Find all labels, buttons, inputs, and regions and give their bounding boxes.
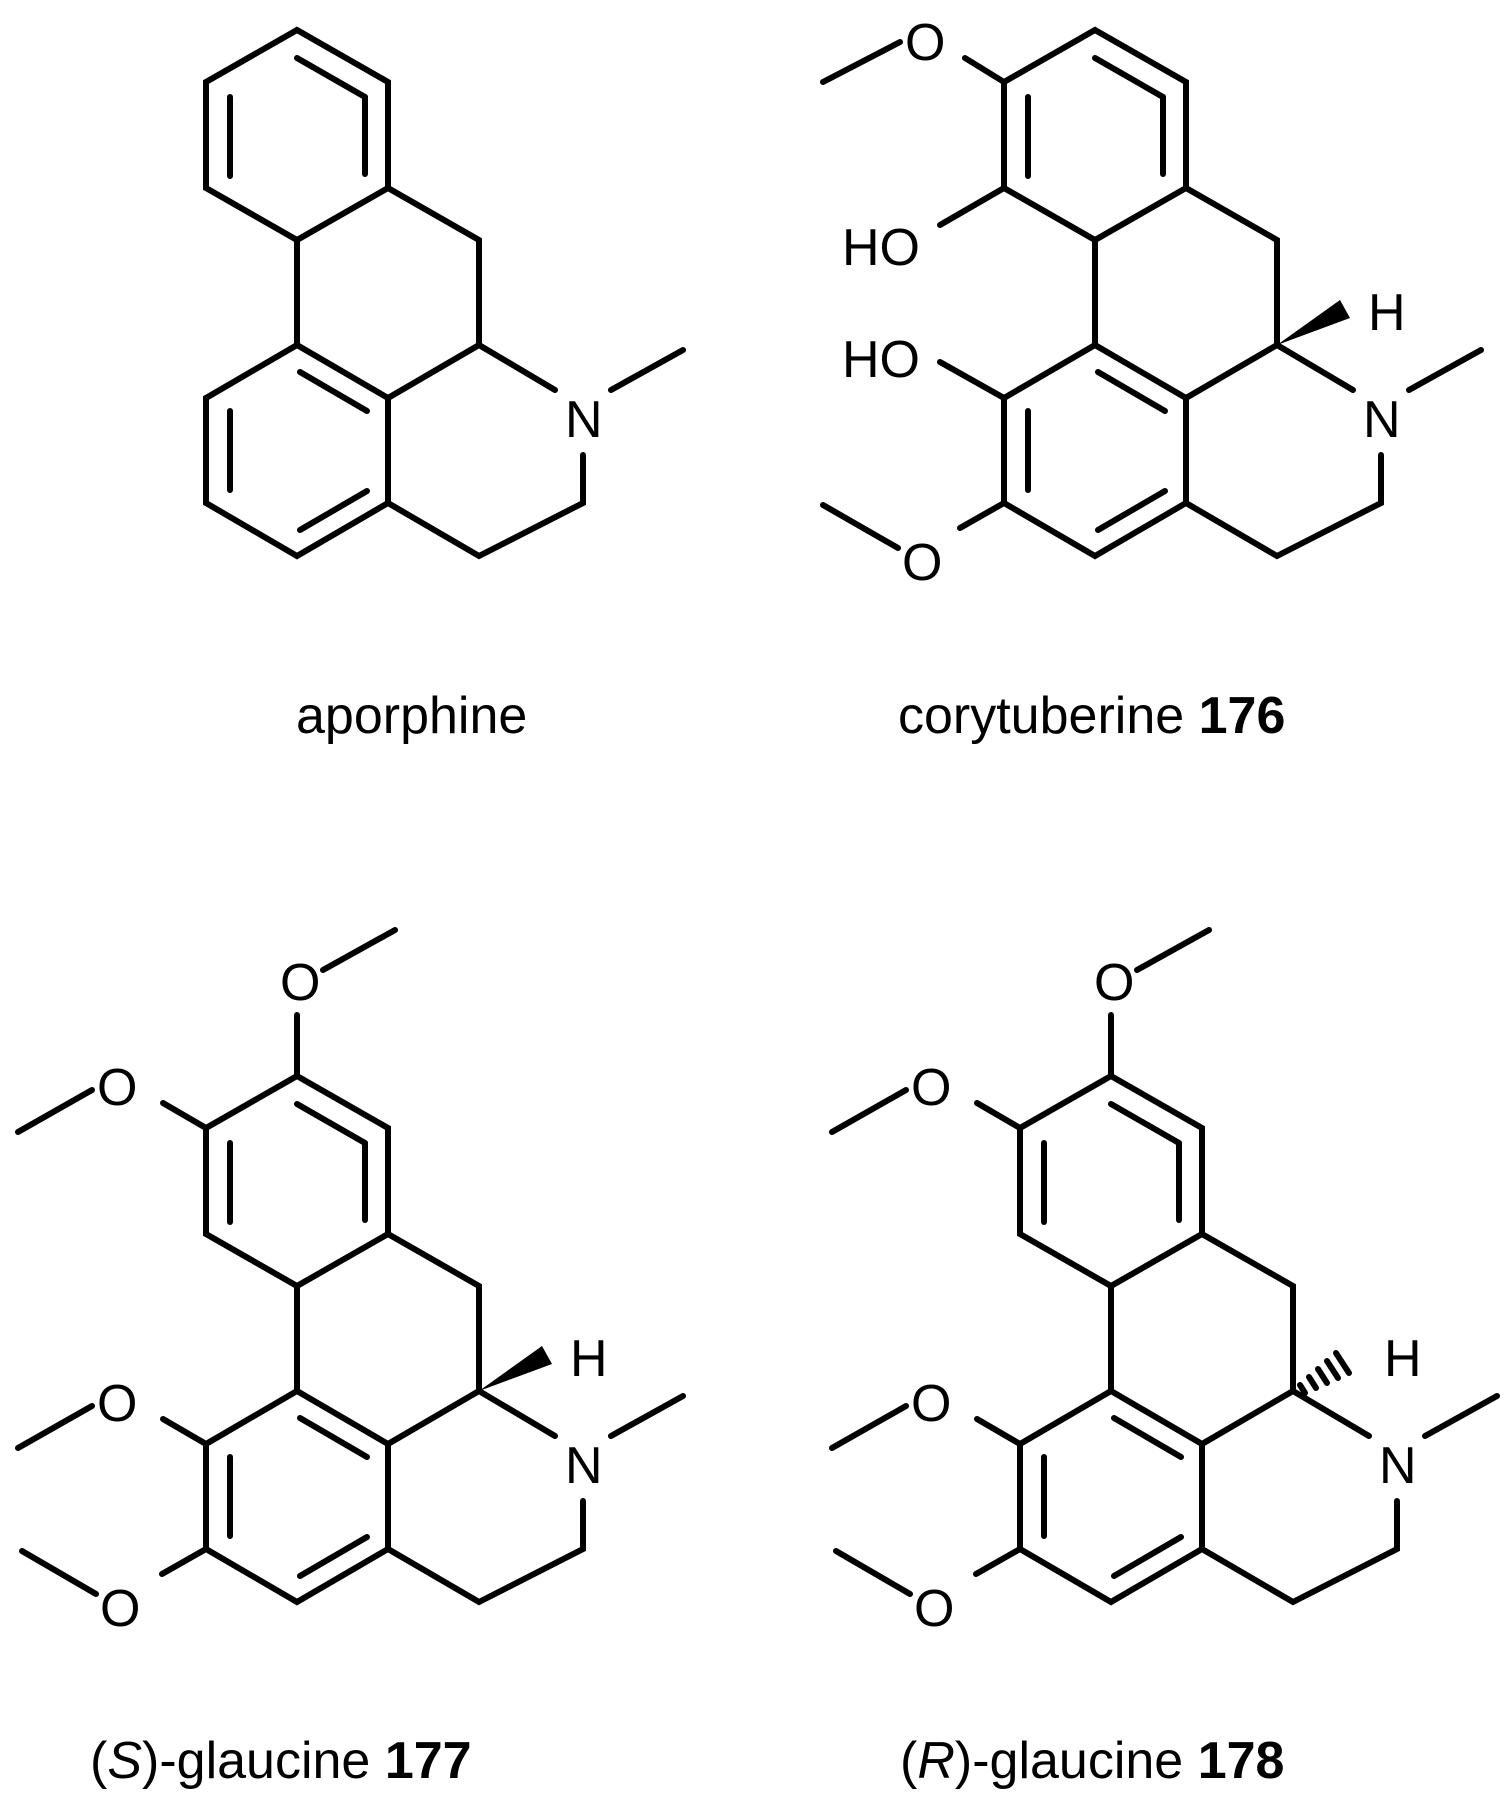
r-glaucine-bond (974, 1416, 1023, 1447)
aporphine-double-bond (297, 488, 370, 533)
aporphine-bond (385, 452, 586, 560)
aporphine-n-label: N (565, 391, 603, 449)
r-glaucine-double-bond (1111, 1415, 1184, 1460)
corytuberine-bond (1183, 452, 1384, 560)
corytuberine-double-bond (1095, 488, 1168, 533)
corytuberine-oh-top-label: HO (842, 219, 920, 277)
corytuberine-o-bottom-label: O (902, 534, 942, 592)
corytuberine-h-label: H (1368, 284, 1406, 342)
corytuberine-ring-c (1001, 341, 1189, 560)
corytuberine-wedge-bond (1277, 300, 1350, 345)
s-glaucine-n-methyl (608, 1393, 686, 1439)
s-glaucine-structure: N H O O O O (15, 927, 686, 1638)
r-glaucine-hash-bond (1297, 1350, 1352, 1396)
corytuberine-bond (1183, 342, 1280, 401)
r-glaucine-o2-label: O (911, 1059, 951, 1117)
r-glaucine-bond (974, 1100, 1023, 1131)
r-glaucine-double-bond (1108, 1101, 1182, 1146)
corytuberine-o-top-label: O (905, 14, 945, 72)
corytuberine-bond (962, 55, 1007, 85)
r-glaucine-ring-a (1017, 1072, 1205, 1290)
aporphine-ring-a (203, 26, 391, 244)
corytuberine-ring-a (1001, 26, 1189, 244)
corytuberine-bond (937, 359, 1007, 401)
r-glaucine-bond (1199, 1498, 1400, 1606)
s-glaucine-bond (385, 1231, 482, 1394)
r-glaucine-methyl (829, 1087, 909, 1135)
corytuberine-bond (937, 185, 1007, 228)
s-glaucine-ring-a (203, 1072, 391, 1290)
corytuberine-methyl (820, 39, 903, 85)
s-glaucine-h-label: H (570, 1330, 608, 1388)
r-glaucine-o1-label: O (1094, 954, 1134, 1012)
corytuberine-double-bond (1095, 369, 1168, 414)
aporphine-double-bond (297, 369, 370, 414)
s-glaucine-wedge-bond (479, 1346, 552, 1391)
s-glaucine-bond (160, 1100, 209, 1131)
s-glaucine-bond (159, 1546, 209, 1577)
caption-s-glaucine: (S)-glaucine 177 (90, 1732, 472, 1790)
r-glaucine-o3-label: O (911, 1375, 951, 1433)
caption-r-glaucine: (R)-glaucine 178 (900, 1732, 1284, 1790)
r-glaucine-bond (973, 1546, 1023, 1577)
s-glaucine-bond (385, 1388, 482, 1447)
s-glaucine-bond (160, 1416, 209, 1447)
caption-corytuberine: corytuberine 176 (898, 687, 1285, 745)
corytuberine-bond (957, 500, 1007, 531)
s-glaucine-double-bond (297, 1415, 370, 1460)
s-glaucine-methyl (19, 1548, 99, 1597)
s-glaucine-o2-label: O (97, 1059, 137, 1117)
r-glaucine-methyl (833, 1548, 913, 1597)
aporphine-n-methyl (608, 347, 686, 393)
r-glaucine-methyl (829, 1403, 909, 1451)
s-glaucine-n-label: N (565, 1437, 603, 1495)
s-glaucine-methyl (320, 927, 398, 973)
s-glaucine-double-bond (297, 1534, 370, 1579)
s-glaucine-double-bond (294, 1101, 368, 1146)
corytuberine-double-bond (1092, 55, 1166, 100)
aporphine-bond (476, 342, 558, 393)
corytuberine-n-methyl (1406, 347, 1484, 393)
s-glaucine-ring-c (203, 1387, 391, 1606)
corytuberine-bond (1274, 342, 1356, 393)
corytuberine-structure: N H O HO HO O (820, 14, 1484, 592)
s-glaucine-o1-label: O (280, 954, 320, 1012)
s-glaucine-methyl (15, 1087, 95, 1135)
aporphine-bond (385, 185, 482, 348)
aporphine-double-bond (294, 55, 368, 100)
corytuberine-n-label: N (1363, 391, 1401, 449)
corytuberine-bond (1183, 185, 1280, 348)
s-glaucine-o3-label: O (97, 1375, 137, 1433)
r-glaucine-n-label: N (1379, 1437, 1417, 1495)
aporphine-bond (385, 342, 482, 401)
r-glaucine-ring-c (1017, 1387, 1205, 1606)
s-glaucine-bond (385, 1498, 586, 1606)
r-glaucine-bond (1199, 1388, 1296, 1447)
aporphine-structure: N (203, 26, 686, 560)
r-glaucine-h-label: H (1384, 1330, 1422, 1388)
r-glaucine-methyl (1134, 927, 1212, 973)
r-glaucine-structure: N H O O O O (829, 927, 1500, 1638)
r-glaucine-o4-label: O (914, 1580, 954, 1638)
s-glaucine-o4-label: O (100, 1580, 140, 1638)
r-glaucine-bond (1199, 1231, 1296, 1394)
aporphine-ring-c (203, 341, 391, 560)
caption-aporphine: aporphine (296, 687, 527, 745)
corytuberine-oh-bottom-label: HO (842, 331, 920, 389)
s-glaucine-bond (476, 1388, 558, 1439)
r-glaucine-bond (1290, 1388, 1372, 1439)
r-glaucine-n-methyl (1422, 1393, 1500, 1439)
s-glaucine-methyl (15, 1403, 95, 1451)
r-glaucine-double-bond (1111, 1534, 1184, 1579)
corytuberine-methyl (820, 502, 901, 551)
